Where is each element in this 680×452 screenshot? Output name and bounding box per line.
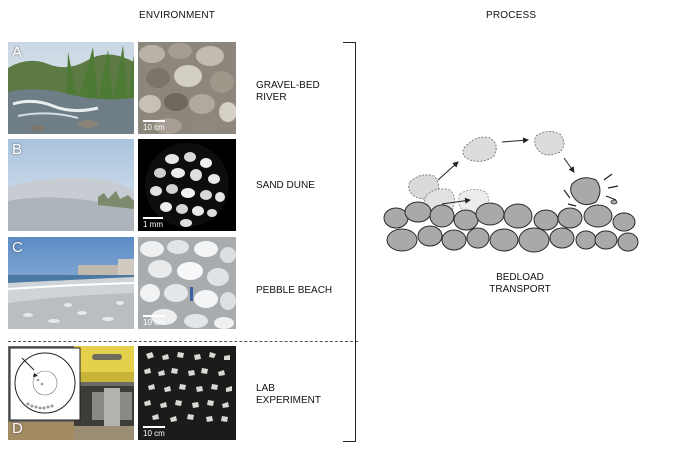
panel-b-letter: B xyxy=(12,141,23,158)
label-lab-experiment: LAB EXPERIMENT xyxy=(256,383,322,406)
bed-grain xyxy=(583,204,613,228)
scale-label-b: 1 mm xyxy=(143,220,163,229)
trajectory-arrow-2 xyxy=(501,137,529,144)
bed-grain xyxy=(475,202,505,226)
label-pebble-beach: PEBBLE BEACH xyxy=(256,285,333,296)
bed-grain xyxy=(417,225,443,247)
impact-mark-1 xyxy=(603,173,613,181)
bed-grain xyxy=(549,227,575,249)
bed-grain xyxy=(617,232,639,252)
river-photo: A xyxy=(8,42,134,134)
pebbles-closeup-photo: 10 cm xyxy=(138,237,236,329)
bed-grain xyxy=(383,207,409,229)
scale-label-d: 10 cm xyxy=(143,429,165,438)
bed-grain xyxy=(441,229,467,251)
panel-a-letter: A xyxy=(12,44,23,61)
bed-grain xyxy=(518,227,550,253)
bed-grain xyxy=(503,203,533,229)
trajectory-arrow-3 xyxy=(563,157,575,173)
panel-d-letter: D xyxy=(12,420,23,437)
trajectory-arrow-4 xyxy=(441,197,471,205)
scale-bar-b: 1 mm xyxy=(143,217,163,229)
bed-grain xyxy=(612,212,636,232)
label-gravel-bed-river: GRAVEL-BED RIVER xyxy=(256,80,320,103)
panel-c-letter: C xyxy=(12,239,23,256)
bed-grain xyxy=(386,228,418,252)
bed-grain xyxy=(404,201,432,223)
bed-grain xyxy=(453,209,479,231)
scale-bar-a: 10 cm xyxy=(143,120,165,132)
impact-mark-4 xyxy=(563,189,571,199)
section-divider xyxy=(8,341,358,342)
bedload-transport-diagram xyxy=(383,131,639,253)
label-sand-dune: SAND DUNE xyxy=(256,180,315,191)
bed-grain xyxy=(575,230,597,250)
bed-grain xyxy=(557,207,583,229)
bedload-transport-label: BEDLOAD TRANSPORT xyxy=(489,272,551,295)
gravel-closeup-photo: 10 cm xyxy=(138,42,236,134)
scale-label-a: 10 cm xyxy=(143,123,165,132)
ghost-grain-descending xyxy=(534,131,565,156)
bed-grain xyxy=(466,227,490,249)
dune-photo: B xyxy=(8,139,134,231)
ghost-grain-apex xyxy=(462,136,497,162)
process-header: PROCESS xyxy=(486,10,537,21)
sand-grains-photo: 1 mm xyxy=(138,139,236,231)
environment-header: ENVIRONMENT xyxy=(139,10,216,21)
impact-mark-5 xyxy=(567,203,577,207)
grouping-bracket xyxy=(343,42,356,442)
impact-mark-3 xyxy=(605,195,617,201)
lab-particles-photo: 10 cm xyxy=(138,346,236,440)
bed-grain xyxy=(429,204,455,228)
ejected-fragment xyxy=(610,199,618,205)
impacting-grain xyxy=(570,177,601,206)
lab-apparatus-photo: D xyxy=(8,346,134,440)
scale-bar-d: 10 cm xyxy=(143,426,165,438)
bed-grain xyxy=(533,209,559,231)
scale-label-c: 10 cm xyxy=(143,318,165,327)
bed-grain xyxy=(489,228,519,252)
beach-photo: C xyxy=(8,237,134,329)
impact-mark-2 xyxy=(607,185,619,189)
scale-bar-c: 10 cm xyxy=(143,315,165,327)
trajectory-arrow-1 xyxy=(437,161,459,181)
bed-grain xyxy=(594,230,618,250)
